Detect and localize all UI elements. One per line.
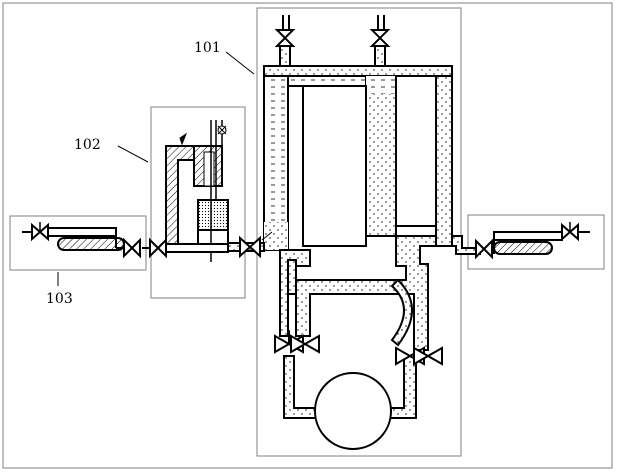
upper-vessel-inner [203,151,215,187]
u-tube-left [165,145,195,251]
module-103-right-apparatus [493,222,590,255]
module-102-pipe [142,237,229,259]
middle-column [365,75,397,237]
lower-vessel [197,199,229,231]
outer-frame [2,2,613,469]
curved-pipe [390,278,413,347]
leader-101 [225,51,255,75]
top-left-inner [287,75,367,87]
module-103-left-apparatus [22,222,141,259]
top-vents [279,15,386,67]
top-valve-1 [274,29,296,47]
inner-cavity [302,85,367,247]
label-101: 101 [194,40,221,56]
top-valve-2 [369,29,391,47]
main-vessel [263,65,453,251]
module-103-box-right [467,214,605,270]
lower-valve-left-2 [290,334,320,354]
lower-loop [279,235,437,351]
label-103: 103 [46,291,73,307]
leader-102 [117,145,149,163]
right-connection-pipe [451,235,493,260]
right-column [435,75,453,247]
inner-right-cavity [395,75,437,227]
middle-column-top-dash [366,76,396,94]
module-102-apparatus [165,120,229,262]
lower-valve-right-2 [413,346,443,366]
left-column-lower-dots [264,222,288,250]
module-101-box [256,7,462,457]
pump [314,372,392,450]
module-102-box [150,106,246,299]
label-102: 102 [74,137,101,153]
top-header [263,65,453,77]
module-103-box-left [9,215,147,271]
